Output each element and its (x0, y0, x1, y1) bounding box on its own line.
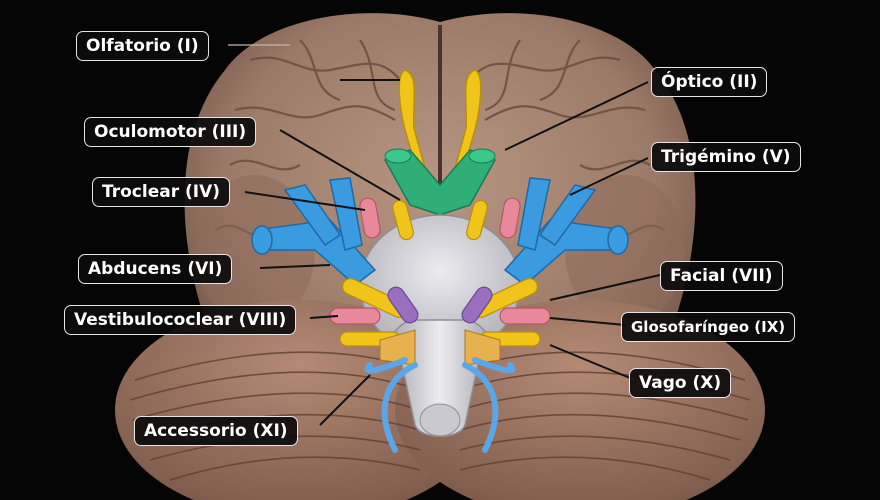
label-abducens: Abducens (VI) (78, 254, 232, 284)
label-trigemino: Trigémino (V) (651, 142, 801, 172)
label-vago: Vago (X) (629, 368, 731, 398)
label-olfatorio: Olfatorio (I) (76, 31, 209, 61)
label-accessorio: Accessorio (XI) (134, 416, 298, 446)
label-troclear: Troclear (IV) (92, 177, 230, 207)
label-optico: Óptico (II) (651, 67, 767, 97)
label-vestibulococlear: Vestibulococlear (VIII) (64, 305, 296, 335)
label-glosofaringeo: Glosofaríngeo (IX) (621, 312, 795, 342)
label-facial: Facial (VII) (660, 261, 783, 291)
label-oculomotor: Oculomotor (III) (84, 117, 256, 147)
